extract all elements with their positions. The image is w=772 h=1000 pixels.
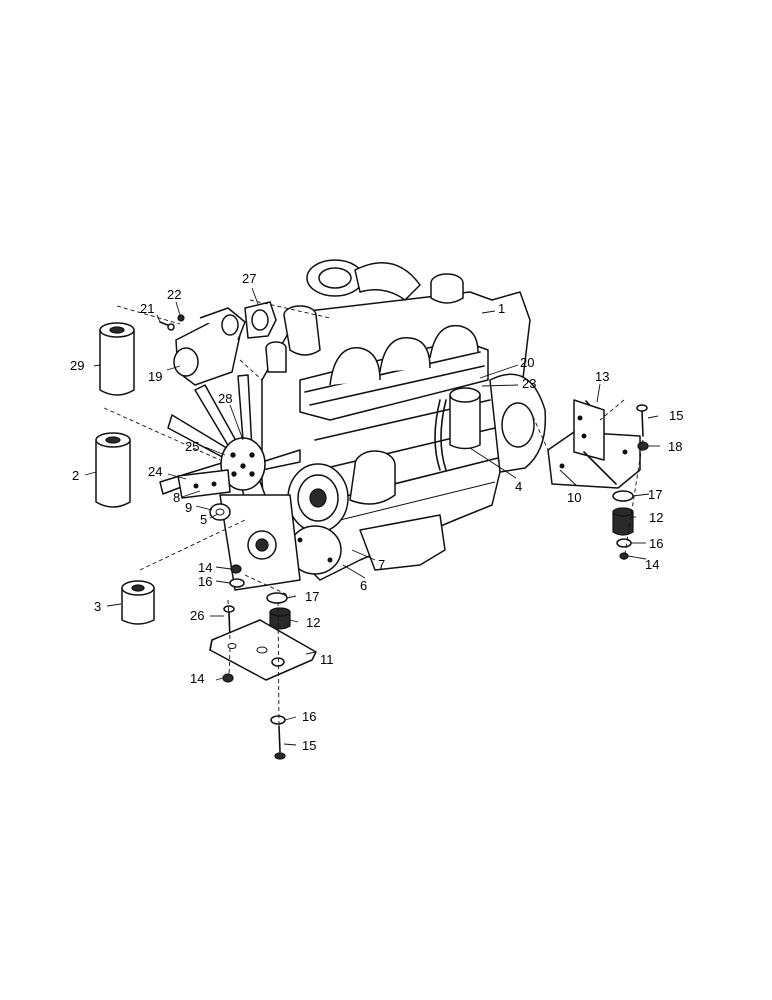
spacer-9 <box>209 503 231 521</box>
callout-12-b: 12 <box>649 510 663 525</box>
starter-19 <box>173 307 246 386</box>
washer-14-a <box>230 564 242 574</box>
callout-7: 7 <box>378 557 385 572</box>
washer-17-b <box>612 490 634 502</box>
callout-15-b: 15 <box>302 738 316 753</box>
callout-12-a: 12 <box>306 615 320 630</box>
callout-23: 23 <box>522 376 536 391</box>
assembly-lines <box>103 299 644 726</box>
callout-4: 4 <box>515 479 522 494</box>
callout-29: 29 <box>70 358 84 373</box>
callout-5: 5 <box>200 512 207 527</box>
mount-12-a <box>269 607 291 630</box>
callout-18: 18 <box>668 439 682 454</box>
callout-1: 1 <box>498 301 505 316</box>
washer-16-b <box>270 715 286 725</box>
filter-3 <box>121 580 155 625</box>
callout-24: 24 <box>148 464 162 479</box>
bolt-15-a <box>274 725 286 760</box>
nut-22 <box>177 314 185 322</box>
callout-6: 6 <box>360 578 367 593</box>
washer-14-b <box>222 673 234 683</box>
mount-12-b <box>612 507 634 536</box>
nut-18 <box>637 441 649 451</box>
callout-17-b: 17 <box>648 487 662 502</box>
filter-2 <box>95 432 131 508</box>
fan <box>159 374 301 591</box>
bracket-10 <box>547 399 641 489</box>
callout-labels: 1 2 3 4 5 6 7 8 9 10 11 12 12 13 14 14 1… <box>70 271 683 753</box>
callout-27: 27 <box>242 271 256 286</box>
washer-17-a <box>266 592 288 604</box>
washer-16-a <box>229 578 245 588</box>
washer-16-c <box>616 538 632 548</box>
callout-25: 25 <box>185 439 199 454</box>
callout-2: 2 <box>72 468 79 483</box>
plate-11 <box>209 619 317 681</box>
bracket-24 <box>177 469 231 499</box>
bolt-15-b <box>636 404 648 437</box>
callout-17-a: 17 <box>305 589 319 604</box>
callout-13: 13 <box>595 369 609 384</box>
gasket-27 <box>244 301 277 339</box>
callout-22: 22 <box>167 287 181 302</box>
screw-21 <box>159 321 175 331</box>
callout-14-b: 14 <box>190 671 204 686</box>
filter-29 <box>99 322 135 396</box>
callout-10: 10 <box>567 490 581 505</box>
callout-15-a: 15 <box>669 408 683 423</box>
callout-14-c: 14 <box>645 557 659 572</box>
callout-16-b: 16 <box>302 709 316 724</box>
leader-lines <box>84 287 660 746</box>
engine-block <box>261 259 547 581</box>
callout-16-a: 16 <box>198 574 212 589</box>
callout-16-c: 16 <box>649 536 663 551</box>
callout-21: 21 <box>140 301 154 316</box>
callout-14-a: 14 <box>198 560 212 575</box>
callout-28: 28 <box>218 391 232 406</box>
callout-26: 26 <box>190 608 204 623</box>
callout-8: 8 <box>173 490 180 505</box>
callout-19: 19 <box>148 369 162 384</box>
callout-11: 11 <box>320 652 334 667</box>
callout-9: 9 <box>185 500 192 515</box>
callout-3: 3 <box>94 599 101 614</box>
callout-20: 20 <box>520 355 534 370</box>
